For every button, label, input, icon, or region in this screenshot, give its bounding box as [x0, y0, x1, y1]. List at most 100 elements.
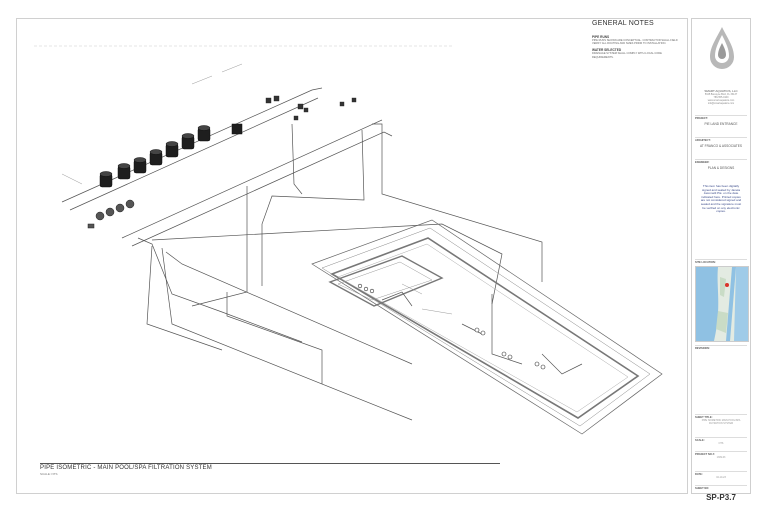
callout-leader [421, 308, 453, 315]
site-location-label: SITE LOCATION: [695, 261, 716, 264]
pipe-run [165, 251, 413, 365]
pipe-run [261, 129, 365, 286]
callout-leader [191, 75, 213, 85]
filter-tank [133, 157, 147, 174]
map-graphic [696, 267, 748, 341]
notes-section-pipe-runs: PIPE RUNS [592, 35, 610, 39]
project-no-value: 1309-03 [716, 456, 726, 459]
drawing-scale: SCALE: NTS [40, 472, 58, 476]
drawing-title-block: PIPE ISOMETRIC - MAIN POOL/SPA FILTRATIO… [40, 463, 500, 476]
sheet-no-section: SHEET NO: [695, 485, 747, 490]
pipe-run [137, 237, 303, 343]
company-logo-icon [710, 27, 734, 69]
engineer-value: PLAN & DESIGNS [707, 166, 735, 170]
pool-outline-frame [321, 227, 651, 427]
pipe-run [291, 123, 303, 195]
spa-jet-fitting [369, 288, 375, 294]
sheet-number: SP-P3.7 [706, 493, 736, 502]
site-location-map [695, 266, 749, 342]
pump [115, 203, 125, 213]
pool-outline-outer [311, 219, 663, 435]
pipe-run [372, 123, 543, 282]
pipe-run [161, 247, 413, 421]
date-value: 04-10-23 [716, 476, 726, 479]
pipe-run [226, 292, 323, 384]
date-label: DATE: [695, 473, 703, 476]
pipe-run [146, 245, 223, 351]
sheet-title-section: SHEET TITLE: PIPE ISOMETRIC MAIN POOL/SP… [695, 414, 747, 425]
project-section: PROJECT: PIE LAND ENTRANCE [695, 115, 747, 126]
filter-tank [117, 163, 131, 180]
site-location-section: SITE LOCATION: [695, 259, 747, 264]
valve [303, 107, 309, 113]
filter-tank [181, 133, 195, 150]
pool-return-fitting [501, 351, 507, 357]
filter-tank [149, 149, 163, 166]
pipe-run [121, 119, 383, 239]
callout-leader [401, 283, 423, 295]
pump [95, 211, 105, 221]
engineer-seal-text: This item has been digitally signed and … [700, 184, 742, 214]
pipe-run [191, 186, 248, 307]
scale-value: NTS [718, 442, 724, 445]
spa-outline [328, 255, 444, 307]
valve [265, 97, 272, 104]
notes-section-water: WATER SELECTED [592, 48, 622, 53]
engineer-section: ENGINEER: PLAN & DESIGNS [695, 159, 747, 170]
filter-tank [197, 125, 211, 142]
company-phone: 786-555-0100 [713, 96, 729, 99]
drawing-title: PIPE ISOMETRIC - MAIN POOL/SPA FILTRATIO… [40, 465, 212, 471]
revisions-section: REVISIONS: [695, 345, 747, 350]
heater-unit [231, 123, 243, 135]
company-address: 5345 Biscayne Blvd, FL 33137 [704, 93, 738, 96]
filter-tank [165, 141, 179, 158]
scale-label: SCALE: [695, 439, 705, 442]
general-notes-title: GENERAL NOTES [592, 20, 654, 27]
revisions-label: REVISIONS: [695, 347, 710, 350]
pipe-run [461, 323, 483, 335]
company-email: info@smartaquatics.com [707, 102, 735, 105]
date-section: DATE: 04-10-23 [695, 471, 747, 479]
scale-section: SCALE: NTS [695, 437, 747, 445]
project-value: PIE LAND ENTRANCE [704, 122, 738, 126]
project-no-section: PROJECT NO #: 1309-03 [695, 451, 747, 459]
spa-outline [337, 261, 433, 301]
pool-return-fitting [480, 330, 486, 336]
notes-water-text: DRAINAGE SYSTEM SHALL COMPLY WITH LOCAL … [592, 52, 662, 59]
drawing-sheet [16, 18, 688, 494]
company-name: SMART AQUATICS, LLC [704, 89, 738, 93]
company-block: SMART AQUATICS, LLC 5345 Biscayne Blvd, … [696, 89, 746, 105]
pipe-run [69, 97, 319, 211]
valve [297, 103, 304, 110]
valve [351, 97, 357, 103]
valve [87, 223, 95, 229]
spa-jet-fitting [357, 283, 363, 289]
pool-outline-inner [337, 243, 629, 413]
pool-return-fitting [534, 361, 540, 367]
pump [105, 207, 115, 217]
project-no-label: PROJECT NO #: [695, 453, 715, 456]
architect-value: AT FRANCO & ASSOCIATES [700, 144, 742, 148]
project-label: PROJECT: [695, 117, 708, 120]
sheet-title-label: SHEET TITLE: [695, 416, 713, 419]
pipe-run [491, 294, 523, 365]
sheet-title-value: PIPE ISOMETRIC MAIN POOL/SPA FILTRATION … [701, 419, 741, 425]
valve [293, 115, 299, 121]
filter-tank [99, 171, 113, 188]
notes-pipe-runs-text: PIPE RUNS SHOWN ARE CONCEPTUAL. CONTRACT… [592, 39, 678, 46]
pool-return-fitting [474, 327, 480, 333]
title-block: SMART AQUATICS, LLC 5345 Biscayne Blvd, … [691, 18, 751, 502]
pipe-run [151, 223, 503, 305]
callout-leader [221, 63, 243, 73]
sheet-no-label: SHEET NO: [695, 487, 710, 490]
valve [273, 95, 280, 102]
pool-return-fitting [507, 354, 513, 360]
spa-jet-fitting [363, 286, 369, 292]
engineer-label: ENGINEER: [695, 161, 710, 164]
general-notes: GENERAL NOTES PIPE RUNS PIPE RUNS SHOWN … [592, 20, 684, 59]
pipe-isometric-drawing [34, 45, 663, 435]
architect-label: ARCHITECT: [695, 139, 711, 142]
pipe-run [381, 291, 413, 307]
pump [125, 199, 135, 209]
valve [339, 101, 345, 107]
